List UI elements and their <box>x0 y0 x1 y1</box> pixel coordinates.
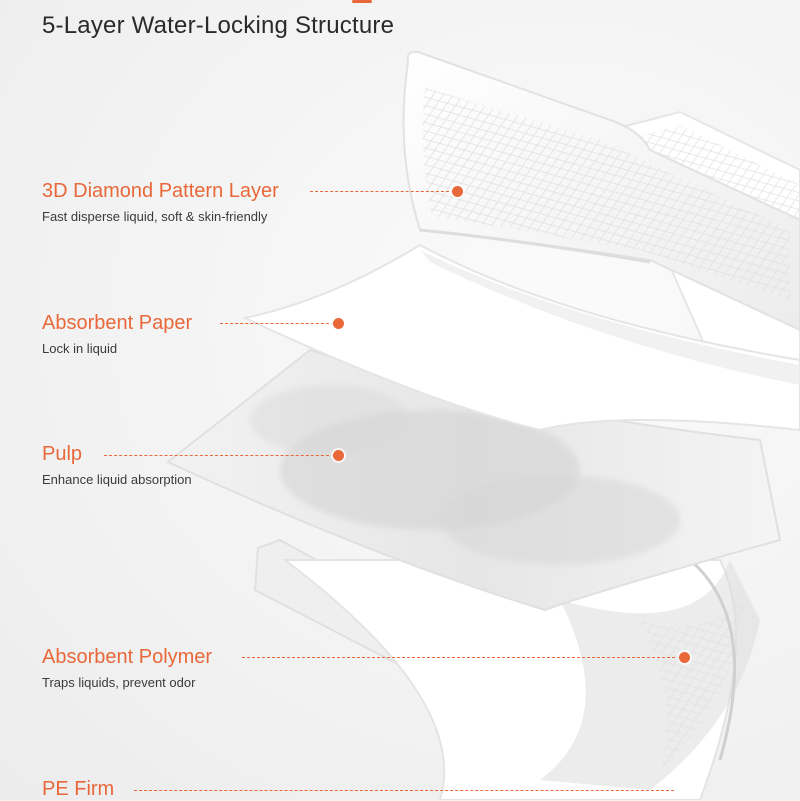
layer-label-absorbent-polymer: Absorbent Polymer Traps liquids, prevent… <box>42 646 212 690</box>
page-title: 5-Layer Water-Locking Structure <box>42 12 395 39</box>
leader-line <box>310 191 454 192</box>
layer-label-diamond-pattern: 3D Diamond Pattern Layer Fast disperse l… <box>42 180 279 224</box>
accent-mark <box>352 0 372 3</box>
layer-description: Enhance liquid absorption <box>42 472 192 487</box>
pulp-layer <box>166 348 782 612</box>
layer-name: Pulp <box>42 443 83 465</box>
diamond-pattern-layer <box>402 50 800 332</box>
pointer-dot <box>333 318 344 329</box>
leader-line <box>220 323 334 324</box>
absorbent-paper-layer <box>241 243 800 432</box>
layer-name: Absorbent Polymer <box>42 646 213 668</box>
pointer-dot <box>679 652 690 663</box>
layer-name: Absorbent Paper <box>42 312 193 334</box>
leader-line <box>242 657 680 658</box>
layer-description: Fast disperse liquid, soft & skin-friend… <box>42 209 268 224</box>
leader-line <box>104 455 334 456</box>
layer-label-pe-firm: PE Firm <box>42 778 114 801</box>
pointer-dot <box>452 186 463 197</box>
pointer-dot <box>333 450 344 461</box>
layer-label-absorbent-paper: Absorbent Paper Lock in liquid <box>42 312 192 356</box>
layer-label-pulp: Pulp Enhance liquid absorption <box>42 443 192 487</box>
layer-description: Lock in liquid <box>42 341 118 356</box>
layer-name: 3D Diamond Pattern Layer <box>42 180 279 202</box>
bottom-sheet-layer <box>253 538 760 800</box>
layer-description: Traps liquids, prevent odor <box>42 675 196 690</box>
layer-name: PE Firm <box>42 778 115 800</box>
leader-line <box>134 790 674 791</box>
